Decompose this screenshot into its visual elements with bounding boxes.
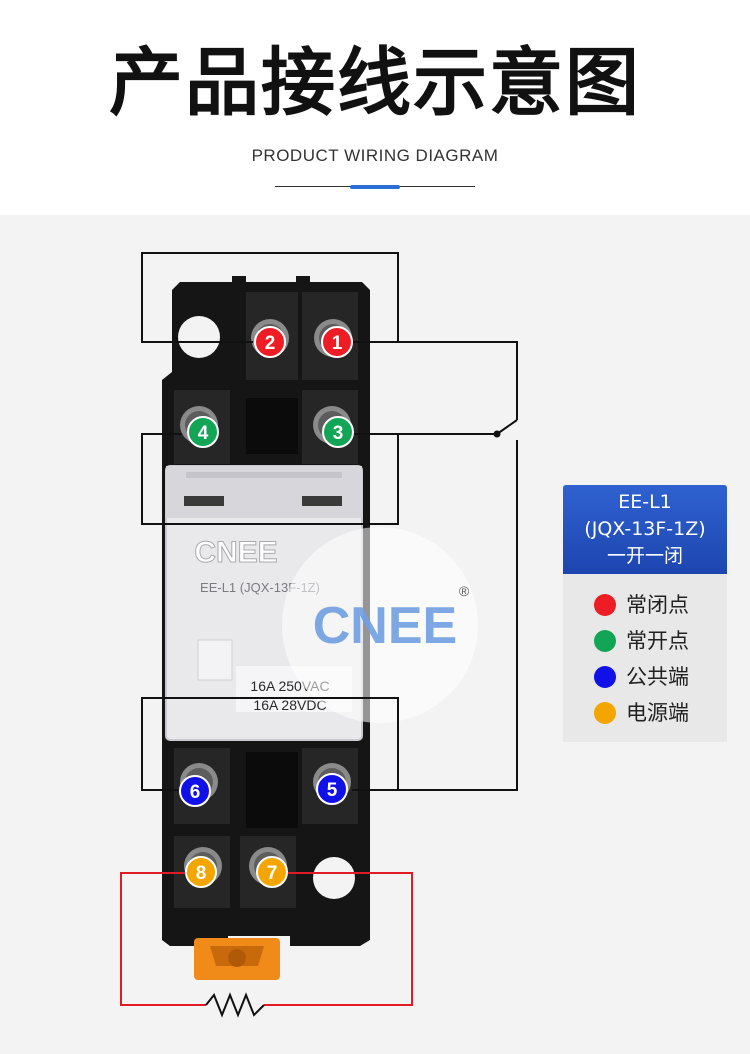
watermark-logo: CNEE (313, 597, 457, 655)
terminal-6-label: 6 (190, 782, 201, 803)
release-clip (194, 938, 280, 980)
legend-contact-type: 一开一闭 (606, 545, 683, 567)
terminal-1-label: 1 (332, 333, 343, 354)
legend-label: 常开点 (626, 629, 689, 653)
blue-dot-icon (594, 666, 616, 688)
green-dot-icon (594, 630, 616, 652)
terminal-4-label: 4 (198, 423, 209, 444)
wire-power-left (120, 872, 206, 1006)
resistor-symbol (205, 992, 265, 1018)
terminal-7: 7 (256, 856, 288, 888)
terminal-3-label: 3 (333, 423, 344, 444)
relay-brand-mark: CNEE (194, 536, 277, 569)
brand-watermark: CNEE ® (282, 527, 478, 723)
legend-label: 电源端 (626, 701, 689, 725)
terminal-7-label: 7 (267, 863, 278, 884)
switch-blade (496, 419, 518, 435)
switch-pivot (493, 430, 501, 438)
terminal-4: 4 (187, 416, 219, 448)
terminal-5-label: 5 (327, 780, 338, 801)
legend-panel: EE-L1 (JQX-13F-1Z) 一开一闭 常闭点 常开点 公共端 电源端 (563, 485, 727, 742)
terminal-2-label: 2 (265, 333, 276, 354)
header: 产品接线示意图 PRODUCT WIRING DIAGRAM (0, 0, 750, 215)
mount-hole-bottom (313, 857, 355, 899)
wire-com-loop (141, 697, 399, 791)
legend-model-code: (JQX-13F-1Z) (584, 518, 706, 540)
power-circuit (120, 872, 413, 1006)
red-dot-icon (594, 594, 616, 616)
terminal-3: 3 (322, 416, 354, 448)
page-subtitle: PRODUCT WIRING DIAGRAM (251, 146, 499, 165)
registered-mark: ® (459, 583, 470, 599)
terminal-8-label: 8 (196, 863, 207, 884)
orange-dot-icon (594, 702, 616, 724)
legend-label: 公共端 (626, 665, 689, 689)
wire-switch-lower (352, 440, 518, 791)
wiring-lines (141, 252, 518, 791)
page-title: 产品接线示意图 (109, 40, 641, 126)
terminal-1: 1 (321, 326, 353, 358)
title-divider-accent (350, 185, 400, 189)
terminal-5: 5 (316, 773, 348, 805)
relay-rating-dc: 16A 28VDC (253, 697, 326, 713)
wire-switch-upper (353, 341, 518, 420)
legend-label: 常闭点 (626, 593, 689, 617)
wire-no-loop (141, 433, 399, 525)
mount-hole-top (178, 316, 220, 358)
legend-model: EE-L1 (618, 491, 672, 513)
wire-power-right (264, 872, 413, 1006)
legend-header: EE-L1 (JQX-13F-1Z) 一开一闭 (563, 485, 727, 574)
terminal-6: 6 (179, 775, 211, 807)
terminal-2: 2 (254, 326, 286, 358)
terminal-8: 8 (185, 856, 217, 888)
